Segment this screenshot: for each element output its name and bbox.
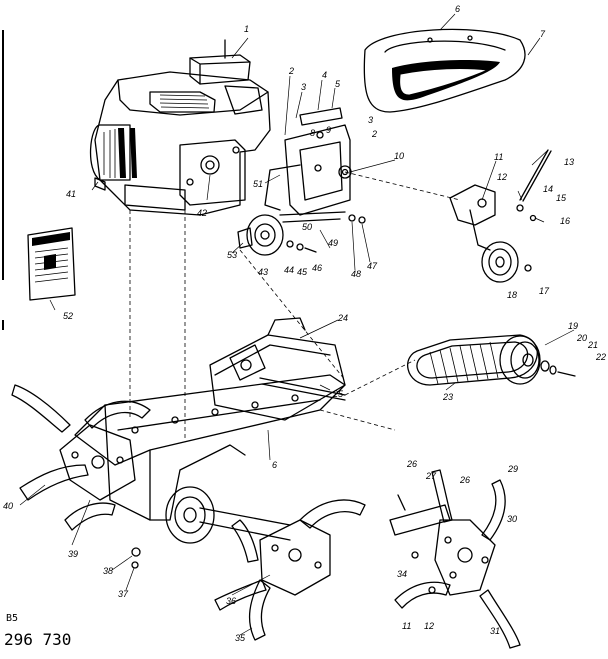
part-number-5: 5 [335, 79, 341, 89]
part-number-50: 50 [302, 222, 313, 232]
part-number-39: 39 [68, 549, 79, 559]
part-number-22: 22 [596, 352, 607, 362]
part-number-9: 9 [326, 125, 332, 135]
part-number-10: 10 [394, 151, 405, 161]
part-number-6: 6 [455, 4, 461, 14]
part-number-35: 35 [235, 633, 246, 643]
part-number-11a: 11 [494, 152, 504, 162]
part-number-18: 18 [507, 290, 518, 300]
part-number-38: 38 [103, 566, 114, 576]
part-number-19: 19 [568, 321, 579, 331]
bracket-assembly [264, 107, 366, 224]
part-number-40: 40 [3, 501, 14, 511]
engine [89, 39, 271, 216]
part-number-27: 27 [426, 471, 437, 481]
part-number-45: 45 [297, 267, 308, 277]
part-number-26a: 26 [407, 459, 418, 469]
right-tines [214, 499, 366, 641]
tine-hub [165, 486, 291, 544]
diagram-code-line1: B5 [6, 613, 19, 624]
part-number-6b: 6 [272, 460, 278, 470]
part-number-47: 47 [367, 261, 378, 271]
part-number-26b: 26 [460, 475, 471, 485]
part-number-51: 51 [253, 179, 264, 189]
part-number-29: 29 [508, 464, 519, 474]
part-number-8: 8 [310, 128, 316, 138]
part-number-30: 30 [507, 514, 518, 524]
part-number-12b: 12 [424, 621, 435, 631]
part-number-12a: 12 [497, 172, 508, 182]
tine-detail [389, 469, 521, 649]
part-number-46: 46 [312, 263, 323, 273]
part-number-31: 31 [490, 626, 501, 636]
part-number-13: 13 [564, 157, 575, 167]
diagram-code-line2: 296 730 [4, 630, 72, 649]
part-number-37: 37 [118, 589, 129, 599]
engine-pulley [237, 214, 317, 256]
part-number-17: 17 [539, 286, 550, 296]
part-number-4: 4 [322, 70, 328, 80]
alignment-lines [129, 171, 461, 440]
part-number-24: 24 [338, 313, 349, 323]
part-number-49: 49 [328, 238, 339, 248]
part-number-52: 52 [63, 311, 74, 321]
part-number-41a: 41 [66, 189, 77, 199]
part-number-11b: 11 [402, 621, 412, 631]
part-number-20: 20 [577, 333, 588, 343]
owners-manual [27, 227, 76, 301]
leader-lines [19, 13, 575, 636]
part-number-43: 43 [258, 267, 269, 277]
part-number-1: 1 [244, 24, 250, 34]
part-number-15: 15 [556, 193, 567, 203]
part-number-3a: 3 [301, 82, 307, 92]
part-number-7: 7 [540, 29, 546, 39]
part-number-42a: 42 [197, 208, 208, 218]
left-tines [11, 384, 151, 569]
part-number-3b: 3 [368, 115, 374, 125]
part-number-14: 14 [543, 184, 554, 194]
idler-pulley [481, 241, 532, 283]
part-number-2b: 2 [372, 129, 378, 139]
part-number-23: 23 [443, 392, 454, 402]
part-number-53: 53 [227, 250, 238, 260]
belt-guard [363, 28, 526, 113]
part-number-2a: 2 [289, 66, 295, 76]
part-number-25: 25 [333, 389, 344, 399]
part-number-34: 34 [397, 569, 408, 579]
idler-arm [449, 149, 552, 251]
part-number-48: 48 [351, 269, 362, 279]
part-number-44: 44 [284, 265, 295, 275]
part-number-16: 16 [560, 216, 571, 226]
part-number-36: 36 [226, 596, 237, 606]
part-number-21: 21 [588, 340, 599, 350]
